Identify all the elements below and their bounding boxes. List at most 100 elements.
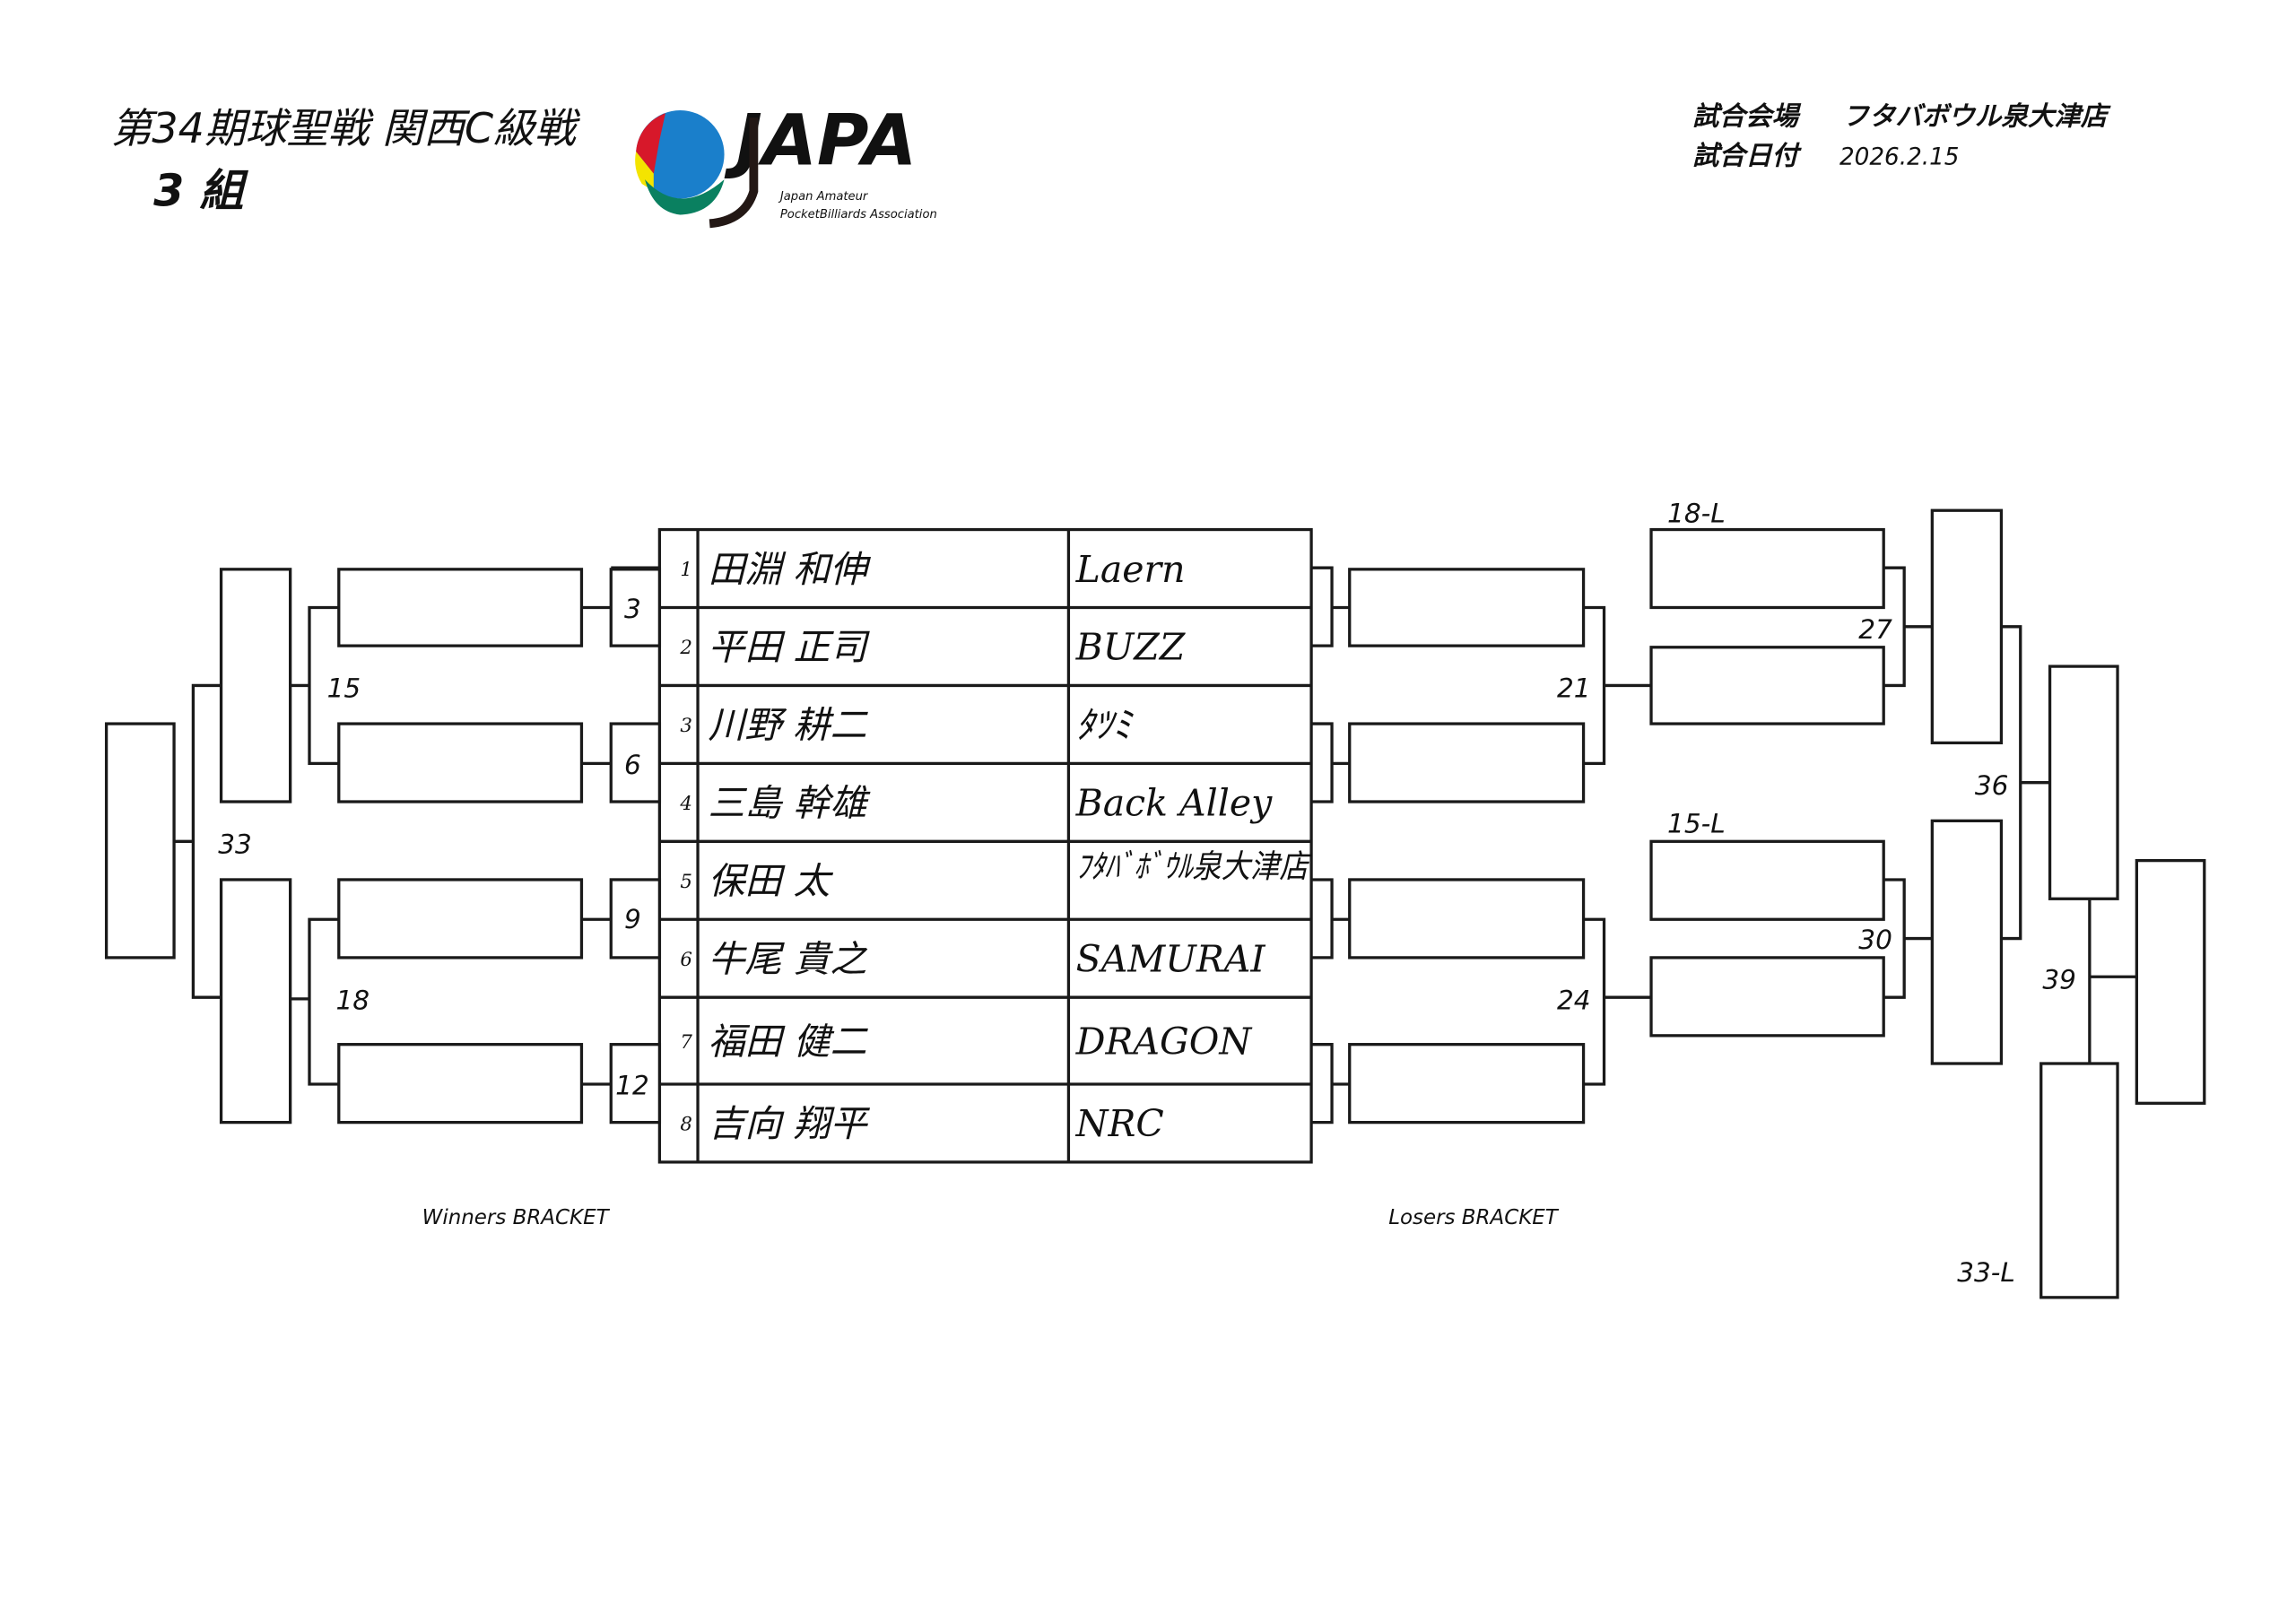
winner-slot-9[interactable] (337, 878, 584, 960)
date-label: 試合日付 (1692, 141, 1803, 171)
loser-slot-36[interactable] (2048, 664, 2119, 900)
player-team: ﾀﾂﾐ (1076, 704, 1135, 747)
match-box-3[interactable] (609, 568, 662, 647)
logo-yellow-segment (635, 151, 654, 192)
logo-line1: Japan Amateur (778, 190, 869, 204)
player-team: Laern (1075, 548, 1186, 591)
connector-24 (1583, 917, 1652, 1086)
match-num-21: 21 (1557, 673, 1591, 704)
match-num-33: 33 (218, 829, 252, 859)
loser-slot[interactable] (1348, 878, 1586, 960)
winner-slot-6[interactable] (337, 722, 584, 803)
player-team: DRAGON (1075, 1020, 1254, 1063)
logo-red-segment (636, 113, 665, 174)
match-num-30: 30 (1858, 925, 1892, 955)
player-row[interactable]: 4 三島 幹雄 Back Alley (679, 782, 1273, 825)
winners-bracket-label: Winners BRACKET (422, 1206, 611, 1229)
match-num-18: 18 (336, 985, 370, 1015)
loser-slot[interactable] (1348, 1043, 1586, 1125)
drop-in-18-l: 18-L (1667, 498, 1726, 528)
match-num-3: 3 (624, 594, 641, 624)
player-name: 平田 正司 (709, 626, 871, 669)
player-seed: 6 (680, 949, 692, 971)
loser-slot-39[interactable] (2135, 858, 2206, 1105)
loser-slot[interactable] (1348, 722, 1586, 803)
logo-green-arc (644, 179, 725, 215)
player-name: 川野 耕二 (709, 704, 869, 747)
player-name: 保田 太 (709, 860, 834, 903)
connector-36 (2001, 625, 2050, 941)
connector-27 (1883, 566, 1933, 688)
connector-21 (1583, 605, 1652, 766)
player-team: SAMURAI (1076, 937, 1266, 980)
venue-label: 試合会場 (1692, 100, 1802, 131)
loser-slot-18-l[interactable] (1649, 527, 1885, 610)
group-label: 3 組 (153, 165, 248, 217)
player-row[interactable]: 2 平田 正司 BUZZ (679, 626, 1186, 669)
player-name: 田淵 和伸 (709, 548, 872, 591)
winner-slot-33[interactable] (104, 722, 176, 960)
logo-j-stroke (709, 117, 759, 229)
player-name: 三島 幹雄 (709, 782, 872, 825)
match-num-15: 15 (327, 673, 361, 704)
loser-slot-15-l[interactable] (1649, 839, 1885, 921)
player-row[interactable]: 3 川野 耕二 ﾀﾂﾐ (680, 704, 1134, 747)
losers-bracket-label: Losers BRACKET (1388, 1206, 1560, 1229)
match-box-6[interactable] (609, 722, 662, 803)
connector (1311, 1043, 1350, 1125)
drop-in-33-l: 33-L (1957, 1257, 2015, 1288)
winners-bracket: 3 6 9 12 15 18 33 Winners BRACKET (104, 566, 662, 1229)
player-row[interactable]: 6 牛尾 貴之 SAMURAI (680, 937, 1265, 980)
player-seed: 4 (679, 793, 692, 815)
player-seed: 2 (679, 637, 692, 659)
table-border (657, 527, 1313, 1164)
loser-slot-27[interactable] (1930, 508, 2004, 745)
loser-slot-33-l[interactable] (2039, 1062, 2119, 1299)
player-name: 吉向 翔平 (709, 1102, 871, 1145)
connector (1311, 722, 1350, 803)
player-seed: 1 (680, 559, 692, 581)
player-team: Back Alley (1075, 782, 1274, 825)
player-row[interactable]: 1 田淵 和伸 Laern (680, 548, 1185, 591)
loser-slot[interactable] (1348, 568, 1586, 647)
player-row[interactable]: 8 吉向 翔平 NRC (680, 1102, 1163, 1145)
loser-slot-30[interactable] (1930, 819, 2004, 1065)
match-num-12: 12 (615, 1070, 649, 1100)
match-num-24: 24 (1557, 985, 1591, 1015)
winner-slot-12[interactable] (337, 1043, 584, 1125)
player-team: NRC (1075, 1102, 1164, 1145)
logo-line2: PocketBilliards Association (780, 208, 937, 221)
player-seed: 7 (680, 1031, 692, 1054)
match-num-36: 36 (1975, 770, 2009, 801)
match-num-9: 9 (624, 904, 641, 934)
match-num-6: 6 (624, 750, 641, 780)
japa-logo: JAPA Japan Amateur PocketBilliards Assoc… (635, 100, 937, 229)
player-name: 牛尾 貴之 (709, 937, 868, 980)
match-num-27: 27 (1858, 614, 1892, 645)
drop-in-15-l: 15-L (1667, 808, 1726, 838)
tournament-title: 第34期球聖戦 関西C級戦 (111, 104, 580, 152)
connector-30 (1883, 878, 1933, 999)
connector (1311, 566, 1350, 647)
connector-18 (290, 917, 339, 1086)
date-value: 2026.2.15 (1839, 144, 1960, 171)
loser-slot-24[interactable] (1649, 956, 1885, 1038)
match-box-9[interactable] (609, 878, 662, 960)
connector-33 (174, 683, 222, 999)
player-seed: 3 (680, 715, 692, 737)
player-seed: 8 (680, 1114, 692, 1136)
player-seed: 5 (680, 871, 692, 893)
losers-bracket: 21 24 18-L 15-L 27 30 36 33-L 39 Losers … (1311, 498, 2206, 1299)
loser-slot-21[interactable] (1649, 646, 1885, 725)
venue-value: フタバボウル泉大津店 (1842, 100, 2111, 131)
player-team: BUZZ (1075, 626, 1187, 669)
connector-15 (290, 605, 339, 766)
winner-slot-3[interactable] (337, 568, 584, 647)
winner-slot-18[interactable] (219, 878, 292, 1125)
player-table: 1 田淵 和伸 Laern 2 平田 正司 BUZZ 3 川野 耕二 ﾀﾂﾐ 4 三島 幹雄 Back… (657, 527, 1313, 1164)
match-box-12[interactable] (609, 1043, 662, 1125)
winner-slot-15[interactable] (219, 568, 292, 803)
